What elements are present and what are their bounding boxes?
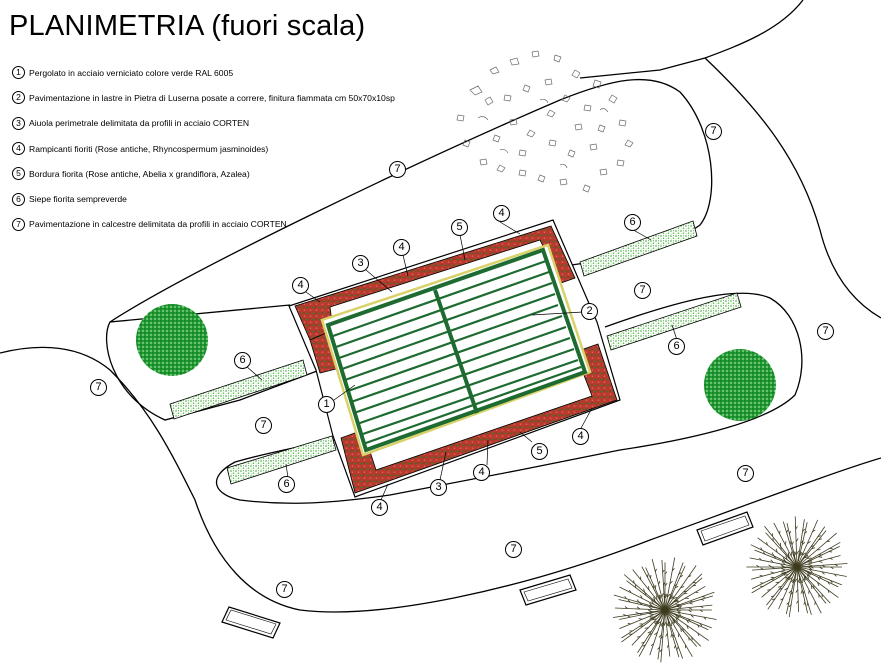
callout-paving: 2 — [581, 303, 598, 320]
callout-climbers: 4 — [292, 277, 309, 294]
legend-text: Siepe fiorita sempreverde — [29, 194, 127, 205]
legend-item: 1 Pergolato in acciaio verniciato colore … — [12, 60, 395, 85]
callout-hedge: 6 — [234, 352, 251, 369]
benches — [221, 511, 754, 639]
callout-climbers: 4 — [371, 499, 388, 516]
callout-climbers: 4 — [393, 239, 410, 256]
bench-3 — [696, 511, 754, 546]
legend-text: Pergolato in acciaio verniciato colore v… — [29, 67, 234, 78]
legend-text: Pavimentazione in calcestre delimitata d… — [29, 219, 287, 230]
callout-border: 5 — [451, 219, 468, 236]
callout-bed: 3 — [352, 255, 369, 272]
callout-climbers: 4 — [473, 464, 490, 481]
bench-1 — [221, 606, 281, 639]
legend-number: 4 — [12, 142, 25, 156]
legend-item: 7 Pavimentazione in calcestre delimitata … — [12, 212, 395, 237]
round-tree-left — [136, 304, 208, 376]
hedge-3 — [169, 359, 308, 420]
callout-calcestre: 7 — [705, 123, 722, 140]
callout-calcestre: 7 — [817, 323, 834, 340]
central-plaza — [288, 219, 621, 498]
callout-calcestre: 7 — [255, 417, 272, 434]
callout-border: 5 — [531, 443, 548, 460]
legend-item: 5 Bordura fiorita (Rose antiche, Abelia x… — [12, 161, 395, 186]
legend-number: 5 — [12, 167, 25, 181]
legend-item: 3 Aiuola perimetrale delimitata da profil… — [12, 111, 395, 136]
legend-number: 3 — [12, 116, 25, 130]
legend-number: 2 — [12, 91, 25, 105]
callout-bed: 3 — [430, 479, 447, 496]
legend-text: Aiuola perimetrale delimitata da profili… — [29, 118, 250, 129]
lower-island-outline — [215, 292, 803, 504]
callout-hedge: 6 — [668, 338, 685, 355]
bench-2 — [519, 574, 577, 606]
legend-text: Pavimentazione in lastre in Pietra di Lu… — [29, 92, 395, 103]
planting-bed-bottom — [340, 343, 618, 494]
legend-item: 6 Siepe fiorita sempreverde — [12, 186, 395, 211]
callout-climbers: 4 — [493, 205, 510, 222]
callout-calcestre: 7 — [737, 465, 754, 482]
callout-calcestre: 7 — [90, 379, 107, 396]
round-tree-right — [704, 349, 776, 421]
hedge-2 — [606, 292, 742, 351]
sketch-tree-cluster — [456, 50, 634, 193]
legend-text: Bordura fiorita (Rose antiche, Abelia x … — [29, 168, 250, 179]
legend-text: Rampicanti fioriti (Rose antiche, Rhynco… — [29, 143, 269, 154]
road-outlines — [0, 0, 881, 613]
callout-hedge: 6 — [624, 214, 641, 231]
palm-tree-left — [612, 557, 717, 663]
callout-hedge: 6 — [278, 476, 295, 493]
legend-item: 2 Pavimentazione in lastre in Pietra di L… — [12, 85, 395, 110]
legend-number: 7 — [12, 217, 25, 231]
legend-number: 6 — [12, 192, 25, 206]
legend: 1 Pergolato in acciaio verniciato colore … — [12, 60, 395, 237]
legend-item: 4 Rampicanti fioriti (Rose antiche, Rhync… — [12, 136, 395, 161]
palm-tree-right — [746, 516, 848, 618]
callout-calcestre: 7 — [389, 161, 406, 178]
callout-climbers: 4 — [572, 428, 589, 445]
callout-leaders — [245, 221, 678, 501]
callout-calcestre: 7 — [276, 581, 293, 598]
callout-pergola: 1 — [318, 396, 335, 413]
hedge-1 — [579, 220, 698, 277]
callout-calcestre: 7 — [634, 282, 651, 299]
page-title: PLANIMETRIA (fuori scala) — [9, 10, 366, 42]
pergola-center-beam — [433, 289, 479, 414]
hedge-4 — [226, 435, 337, 485]
legend-number: 1 — [12, 66, 25, 80]
hedges — [169, 220, 742, 485]
callout-calcestre: 7 — [505, 541, 522, 558]
